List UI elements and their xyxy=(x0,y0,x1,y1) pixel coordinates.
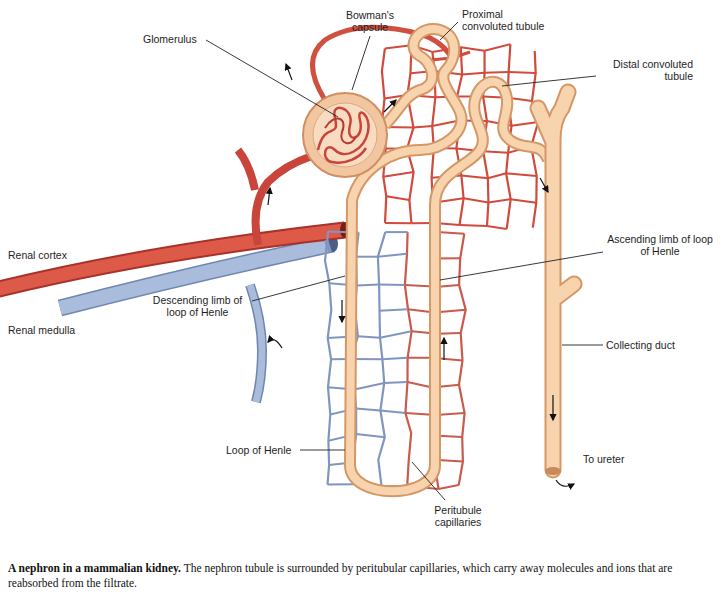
capillary xyxy=(506,173,537,176)
renal-artery-edge xyxy=(0,230,345,290)
flow-arrow xyxy=(384,100,396,112)
part-label: Distal convoluted tubule xyxy=(598,58,693,82)
leader-line xyxy=(440,22,458,40)
leader-line xyxy=(502,76,596,86)
capillary xyxy=(531,51,538,228)
capillary xyxy=(407,45,414,223)
capillary xyxy=(485,71,509,74)
capillary xyxy=(385,231,407,233)
part-label: Loop of Henle xyxy=(226,444,301,456)
collecting-duct-edge xyxy=(538,92,574,470)
capillary xyxy=(386,196,409,200)
vein-branch-edge xyxy=(250,285,262,402)
part-label: Glomerulus xyxy=(143,33,213,45)
capillary xyxy=(357,285,379,286)
capillary xyxy=(380,309,409,311)
part-label: Peritubule capillaries xyxy=(418,504,498,528)
tubule-edge xyxy=(350,29,548,491)
capillary xyxy=(356,256,378,258)
part-label: Proximal convoluted tubule xyxy=(462,8,554,32)
capillary xyxy=(464,198,489,202)
capillary xyxy=(385,222,411,224)
capillary xyxy=(439,485,459,489)
capillary xyxy=(380,331,412,338)
flow-arrow xyxy=(341,300,342,322)
flow-arrow xyxy=(540,178,548,192)
capillary xyxy=(326,240,330,252)
capsule-space xyxy=(313,103,377,167)
capillary xyxy=(358,336,380,338)
capillary xyxy=(405,232,412,486)
leader-line xyxy=(440,252,603,280)
part-label: Renal medulla xyxy=(8,324,98,336)
part-label: Descending limb of loop of Henle xyxy=(145,294,250,318)
capillary xyxy=(328,483,354,485)
bowmans-capsule xyxy=(303,93,387,177)
flow-arrow xyxy=(552,395,553,420)
capillary xyxy=(385,45,412,48)
capillary xyxy=(382,358,407,359)
flow-arrow xyxy=(556,480,574,486)
capillary xyxy=(462,73,485,75)
duct-cut xyxy=(545,467,561,475)
capillary xyxy=(483,151,508,153)
collecting-duct xyxy=(538,92,574,470)
capillary xyxy=(512,122,539,126)
capillary xyxy=(438,332,461,335)
leader-line xyxy=(562,345,603,346)
capillary xyxy=(379,284,405,287)
capillary xyxy=(488,173,506,178)
renal-artery xyxy=(0,230,345,290)
afferent-arteriole xyxy=(256,156,312,245)
capillary xyxy=(378,254,407,257)
capillary xyxy=(384,382,407,383)
capillary xyxy=(461,47,485,51)
capillary xyxy=(356,434,385,437)
nephron-tubule xyxy=(350,29,548,491)
capillary xyxy=(383,172,413,177)
glomerulus-tangle xyxy=(318,108,369,163)
leader-line xyxy=(300,450,345,451)
leader-line xyxy=(412,462,445,500)
flow-arrow xyxy=(268,340,282,348)
part-label: Renal cortex xyxy=(8,249,98,261)
capillary xyxy=(325,231,331,484)
capillary xyxy=(355,383,385,390)
glomerulus-tangle xyxy=(325,118,356,143)
part-label: Collecting duct xyxy=(606,339,706,351)
capillary xyxy=(408,357,432,359)
capillary xyxy=(438,285,459,287)
capillary xyxy=(380,411,405,414)
flow-arrow xyxy=(268,188,270,205)
capillary xyxy=(511,199,537,203)
capillary xyxy=(437,232,464,234)
capillary xyxy=(414,126,433,128)
capillary xyxy=(488,199,510,202)
part-label: To ureter xyxy=(583,453,653,465)
leader-line xyxy=(352,36,370,90)
capillary xyxy=(408,382,433,388)
leader-line xyxy=(252,276,345,301)
leader-line xyxy=(206,40,338,117)
flow-arrow xyxy=(443,338,444,360)
capillary xyxy=(461,176,488,179)
flow-arrow xyxy=(286,64,292,80)
capillary xyxy=(356,408,380,410)
capillary xyxy=(485,44,511,51)
part-label: Bowman's capsule xyxy=(335,9,405,33)
vein-branch xyxy=(250,285,262,402)
figure-caption: A nephron in a mammalian kidney. The nep… xyxy=(8,561,715,591)
arteriole-stub xyxy=(238,150,255,190)
capillary xyxy=(509,71,536,74)
capillary xyxy=(487,226,507,229)
capillary xyxy=(460,225,488,226)
part-label: Ascending limb of loop of Henle xyxy=(605,233,715,257)
